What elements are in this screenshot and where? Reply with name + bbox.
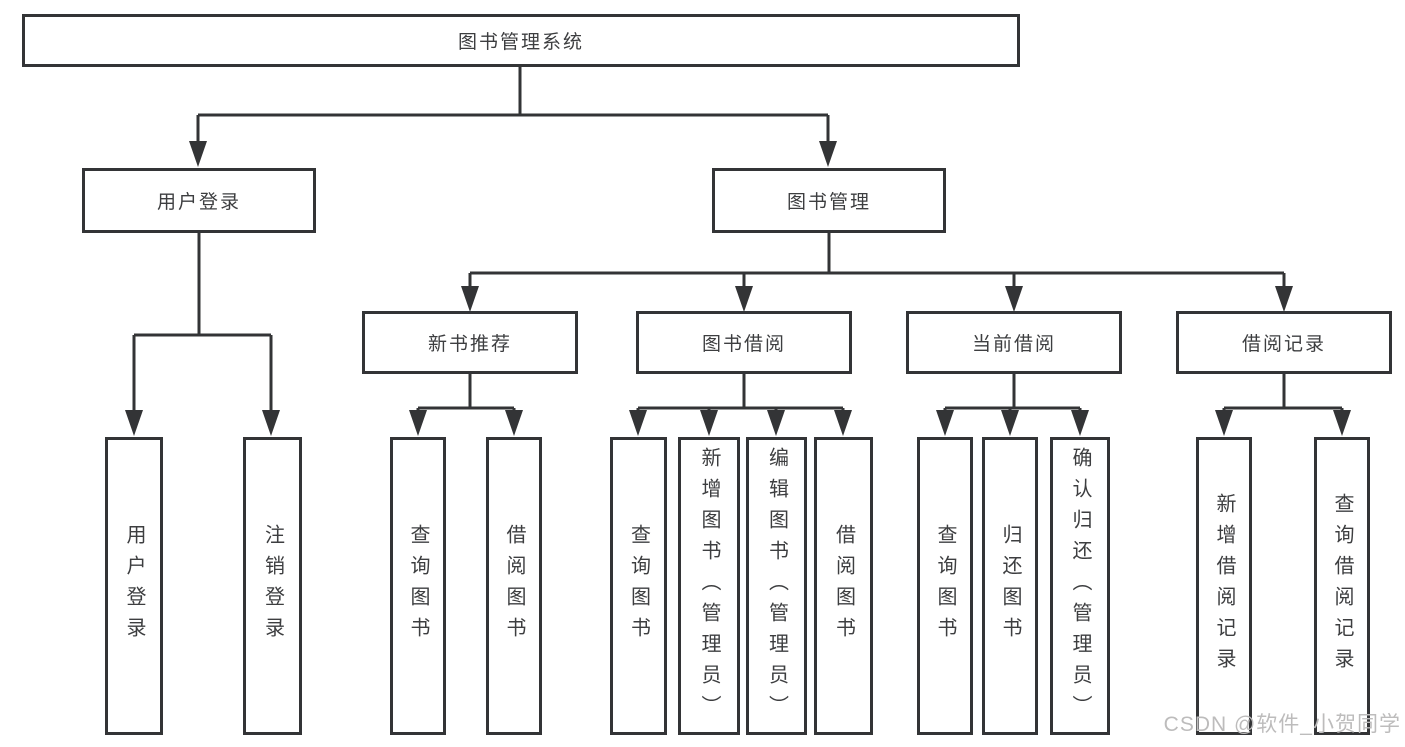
leaf-user-login-label: 用户登录 xyxy=(123,524,145,648)
node-new-book-recommend: 新书推荐 xyxy=(362,311,578,374)
node-borrow-records-label: 借阅记录 xyxy=(1241,334,1326,355)
leaf-borrow-book-2: 借阅图书 xyxy=(814,437,873,735)
node-current-borrow: 当前借阅 xyxy=(906,311,1122,374)
leaf-query-book-1-label: 查询图书 xyxy=(407,524,429,648)
node-book-borrow: 图书借阅 xyxy=(636,311,852,374)
leaf-edit-book-admin: 编辑图书（管理员） xyxy=(746,437,807,735)
arrowhead-icons xyxy=(125,141,1351,436)
node-current-borrow-label: 当前借阅 xyxy=(971,334,1056,355)
leaf-query-book-2: 查询图书 xyxy=(610,437,667,735)
leaf-return-book: 归还图书 xyxy=(982,437,1038,735)
leaf-query-borrow-record-label: 查询借阅记录 xyxy=(1331,493,1353,679)
leaf-user-login: 用户登录 xyxy=(105,437,163,735)
leaf-borrow-book-1-label: 借阅图书 xyxy=(503,524,525,648)
leaf-logout: 注销登录 xyxy=(243,437,302,735)
leaf-edit-book-admin-label: 编辑图书（管理员） xyxy=(765,446,788,726)
node-user-login: 用户登录 xyxy=(82,168,316,233)
leaf-query-borrow-record: 查询借阅记录 xyxy=(1314,437,1370,735)
node-book-borrow-label: 图书借阅 xyxy=(701,334,786,355)
leaf-borrow-book-1: 借阅图书 xyxy=(486,437,542,735)
leaf-query-book-3: 查询图书 xyxy=(917,437,973,735)
leaf-return-book-label: 归还图书 xyxy=(999,524,1021,648)
node-book-management-label: 图书管理 xyxy=(786,192,871,213)
node-root: 图书管理系统 xyxy=(22,14,1020,67)
leaf-query-book-1: 查询图书 xyxy=(390,437,446,735)
csdn-watermark: CSDN @软件_小贺同学 xyxy=(1163,713,1401,736)
leaf-query-book-2-label: 查询图书 xyxy=(627,524,650,648)
leaf-add-borrow-record-label: 新增借阅记录 xyxy=(1213,493,1235,679)
leaf-add-borrow-record: 新增借阅记录 xyxy=(1196,437,1252,735)
leaf-confirm-return-admin-label: 确认归还（管理员） xyxy=(1069,446,1091,726)
leaf-borrow-book-2-label: 借阅图书 xyxy=(832,524,855,648)
leaf-add-book-admin-label: 新增图书（管理员） xyxy=(698,446,720,726)
leaf-logout-label: 注销登录 xyxy=(261,524,284,648)
node-root-label: 图书管理系统 xyxy=(457,32,584,53)
node-new-book-recommend-label: 新书推荐 xyxy=(427,334,512,355)
node-borrow-records: 借阅记录 xyxy=(1176,311,1392,374)
node-user-login-label: 用户登录 xyxy=(156,192,241,213)
leaf-add-book-admin: 新增图书（管理员） xyxy=(678,437,740,735)
leaf-query-book-3-label: 查询图书 xyxy=(934,524,956,648)
node-book-management: 图书管理 xyxy=(712,168,946,233)
leaf-confirm-return-admin: 确认归还（管理员） xyxy=(1050,437,1110,735)
